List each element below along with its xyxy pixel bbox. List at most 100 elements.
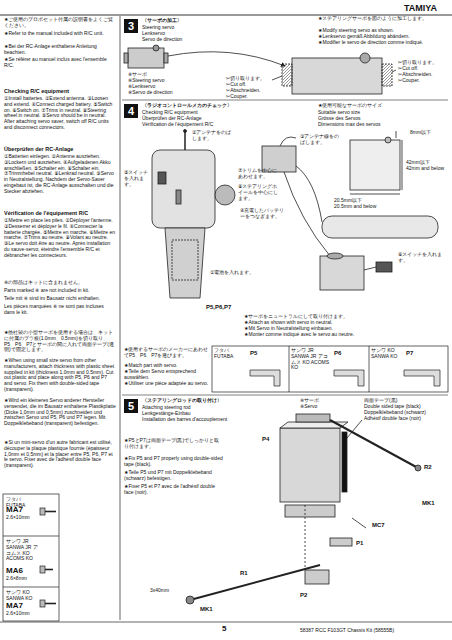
servo-modify-figure: [124, 45, 396, 94]
steering-rod-figure: [190, 565, 320, 600]
dimension: 42mm and below: [406, 166, 448, 172]
part-note: Doppelklebeband (schwarz): [364, 410, 448, 416]
screw-list: [45, 603, 56, 605]
screw-list: [3, 494, 59, 621]
step-title: 〈サーボの加工〉: [142, 18, 292, 24]
screw-list: [40, 566, 45, 573]
servo-modify-figure: [392, 70, 396, 72]
rc-check-figure: [215, 185, 235, 205]
step-title: 〈ラジオコントロールメカのチェック〉: [142, 103, 312, 109]
dimension: 2.6×10mm: [6, 611, 36, 617]
note-text: Les pièces marquées ※ ne sont pas inclus…: [4, 304, 116, 316]
steering-rod-figure: [280, 428, 340, 502]
rc-check-figure: [320, 256, 364, 290]
rule-lines: [122, 395, 448, 396]
rule-lines: [0, 622, 452, 623]
note-text: ★ご使用のプロポセット付属の説明書をよくご覧ください。: [4, 17, 116, 29]
part-code: MA7: [6, 505, 36, 514]
note-text: ★Attach as shown with servo in neutral.: [244, 320, 424, 326]
servo-modify-figure: [128, 48, 164, 68]
note-text: ★Utiliser une pièce adaptée au servo.: [124, 381, 210, 387]
rc-check-figure: [296, 166, 322, 222]
screw-list: [45, 569, 53, 571]
note-text: ★Fix P5 and P7 properly using double-sid…: [124, 456, 224, 468]
note-text: ★使用可能なサーボのサイズ: [318, 103, 448, 109]
rc-check-figure: [172, 240, 198, 280]
brand-name: サンワ KO SANWA KO: [6, 590, 40, 602]
servo-bracket-table: [289, 346, 290, 392]
screw-list: [3, 536, 59, 537]
part-code: P4: [262, 436, 276, 443]
note-text: ★Si un mini-servo d'un autre fabricant e…: [4, 440, 116, 469]
step-number-box: 3: [124, 19, 138, 33]
dimension: 2.6×10mm: [6, 515, 36, 521]
rc-check-figure: [396, 131, 397, 138]
servo-modify-figure: [382, 64, 392, 86]
cut-label: ✂切り取ります。: [398, 60, 448, 66]
servo-modify-figure: [292, 58, 382, 94]
brand-name: サンワ JR SANWA JR アコムス KO ACOMS KO: [6, 539, 40, 562]
servo-bracket-table: [212, 346, 448, 392]
callout-text: ⑦トリムを中心にあわせます。: [238, 168, 280, 180]
note-text: ★Bei der RC-Anlage enthaltene Anleitung …: [4, 44, 116, 56]
cut-label: ✂Abschneiden.: [398, 72, 448, 78]
steering-rod-figure: [186, 596, 194, 604]
step-number: 3: [128, 21, 134, 32]
dimension: 42mm以下: [406, 160, 448, 166]
rc-check-figure: [284, 172, 330, 256]
rc-check-figure: [165, 228, 205, 298]
part-code: MC7: [372, 522, 396, 529]
step-number: 5: [128, 401, 134, 412]
note-text: ★Modify steering servo as shown.: [318, 28, 448, 34]
servo-modify-figure: [164, 53, 168, 63]
part-code: R1: [240, 570, 260, 577]
note-text: ★他社製の小型サーボを使用する場合は、キットに付属のプラ板(1.0mm、0.5m…: [4, 330, 116, 353]
note-text: Parts marked ※ are not included in kit.: [4, 288, 116, 294]
steering-rod-figure: [296, 414, 330, 422]
rc-check-figure: [327, 253, 343, 259]
note-text: ★Se référer au manuel inclus avec l'ense…: [4, 57, 116, 69]
part-code: MA6: [6, 566, 36, 575]
servo-bracket-table: [369, 346, 370, 392]
servo-modify-figure: [124, 53, 128, 63]
callout-text: ①電池を入れます。: [210, 270, 260, 276]
servo-modify-figure: [153, 45, 159, 51]
note-text: ★Teile dem Servo entsprechend auswählen.: [124, 369, 210, 381]
rc-check-figure: [385, 137, 391, 143]
rule-lines: [0, 15, 452, 622]
servo-modify-figure: [168, 52, 285, 66]
dimension: 2.6×8mm: [6, 576, 36, 582]
cut-label: ✂Cut off.: [398, 66, 448, 72]
page-number: 5: [222, 624, 234, 633]
part-code: P5,P6,P7: [206, 304, 246, 311]
screw-list: [45, 511, 56, 513]
screw-list: [40, 600, 45, 607]
steering-rod-figure: [305, 570, 329, 584]
part-code: MK1: [422, 500, 446, 507]
step-title: Steering servo: [142, 25, 242, 31]
part-note: Adhésif double face (noir): [364, 416, 448, 422]
brand-name: フタバ FUTABA: [214, 348, 246, 360]
cut-label: ✂Abschneiden.: [226, 88, 270, 94]
brand-logo: TAMIYA: [404, 3, 448, 13]
note-text: ★Match part with servo.: [124, 363, 210, 369]
step-title: Servo de direction: [142, 37, 242, 43]
rc-check-figure: [376, 262, 392, 272]
part-code: P6: [334, 350, 348, 357]
part-code: P5: [250, 350, 264, 357]
step-list: ①Install batteries. ②Extend antenna. ③Lo…: [4, 96, 116, 131]
note-text: ★Modifier le servo de direction comme in…: [318, 40, 448, 46]
part-note: ※Steering servo: [128, 78, 198, 84]
note-text: Grösse des Servos: [318, 116, 448, 122]
note-text: ★サーボをニュートラルにして取り付けます。: [244, 314, 424, 320]
steering-rod-figure: [415, 465, 421, 471]
dimension: 20.5mm and below: [334, 204, 394, 210]
cut-label: ✂Cut off.: [226, 82, 270, 88]
part-code: P2: [300, 592, 320, 599]
note-text: ★When using small size servo from other …: [4, 358, 116, 393]
note-text: ★使用するサーボのメーカーにあわせてP5、P6、P7を選びます。: [124, 347, 210, 359]
servo-bracket-table: [404, 370, 440, 386]
servo-bracket-table: [250, 370, 280, 386]
part-code: MA7: [6, 601, 36, 610]
